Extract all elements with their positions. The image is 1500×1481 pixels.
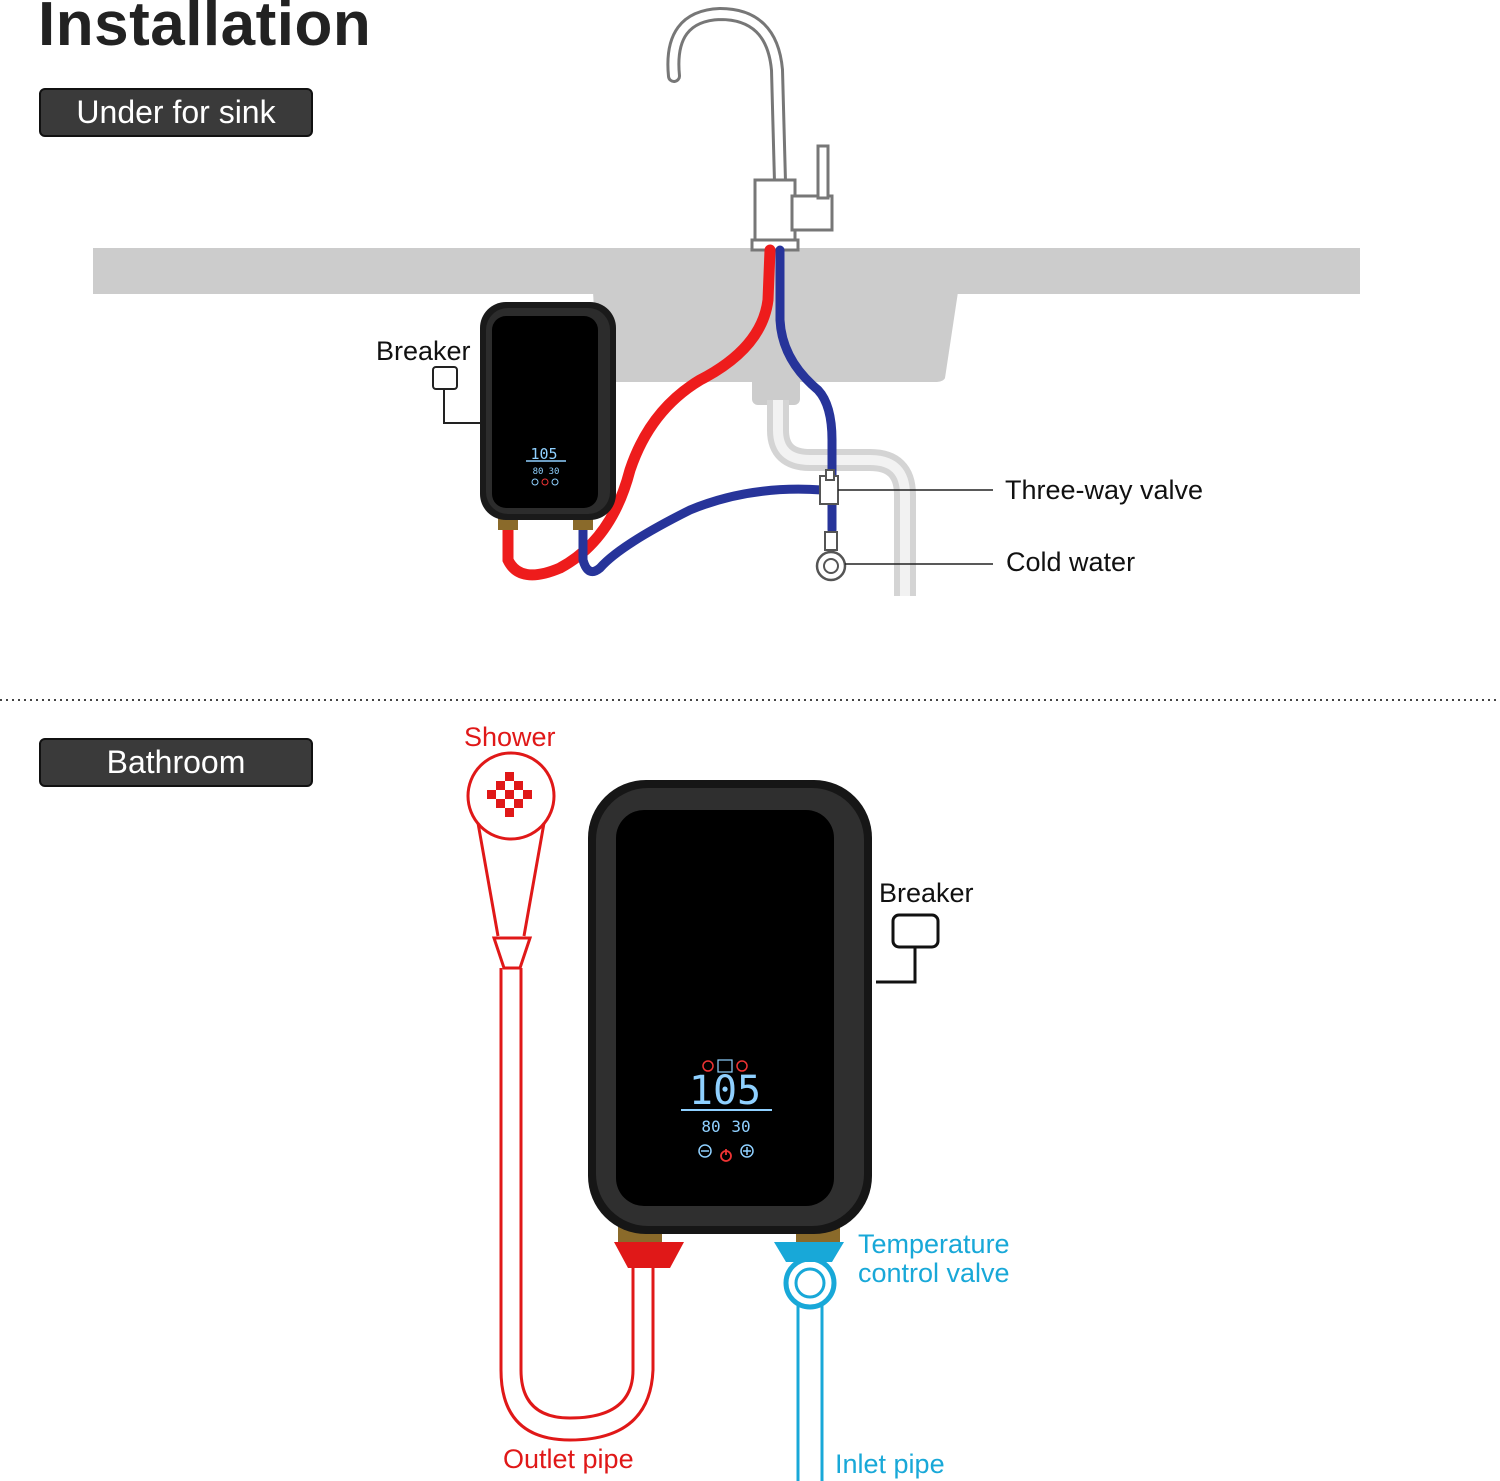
section-badge-bathroom: Bathroom [39,738,313,787]
sink-basin [593,292,958,405]
temperature-valve-label-line1: Temperature [858,1229,1010,1259]
shower-head-icon [466,751,556,970]
temperature-control-valve-icon [774,1242,844,1310]
large-display-main: 105 [689,1068,761,1114]
cold-water-inlet-icon [815,531,847,582]
three-way-valve-icon [819,469,839,505]
breaker-label-sink: Breaker [376,336,471,366]
page-title: Installation [38,0,372,59]
large-display-sub-right: 30 [731,1117,750,1136]
large-display-sub-left: 80 [701,1117,720,1136]
three-way-valve-label: Three-way valve [1005,475,1204,505]
temperature-valve-label-line2: control valve [858,1258,1010,1288]
cold-water-label: Cold water [1006,547,1136,577]
water-heater-large: 105 80 30 [588,780,872,1244]
plus-icon [740,1144,754,1158]
drain-pipe [767,400,916,596]
small-display-sub-right: 30 [549,467,560,477]
hot-water-pipe [502,244,776,581]
outlet-pipe-inner [519,968,635,1420]
small-display-sub-left: 80 [533,467,544,477]
outlet-pipe-outer [499,968,655,1442]
small-display-main: 105 [530,445,557,463]
countertop [93,248,1360,294]
water-heater-small: 105 80 30 [480,302,616,530]
minus-icon [698,1144,712,1158]
section-badge-sink: Under for sink [39,88,313,137]
cold-water-pipe [775,245,837,535]
breaker-icon-bathroom [876,913,940,984]
inlet-pipe [796,1304,824,1481]
breaker-icon [432,366,480,424]
breaker-label-bathroom: Breaker [879,878,974,908]
shower-label: Shower [464,722,556,752]
outlet-pipe-label: Outlet pipe [503,1444,634,1474]
faucet [666,6,834,252]
outlet-fitting-icon [614,1242,684,1268]
heater-inlet-pipe [578,484,827,577]
inlet-pipe-label: Inlet pipe [835,1449,945,1479]
